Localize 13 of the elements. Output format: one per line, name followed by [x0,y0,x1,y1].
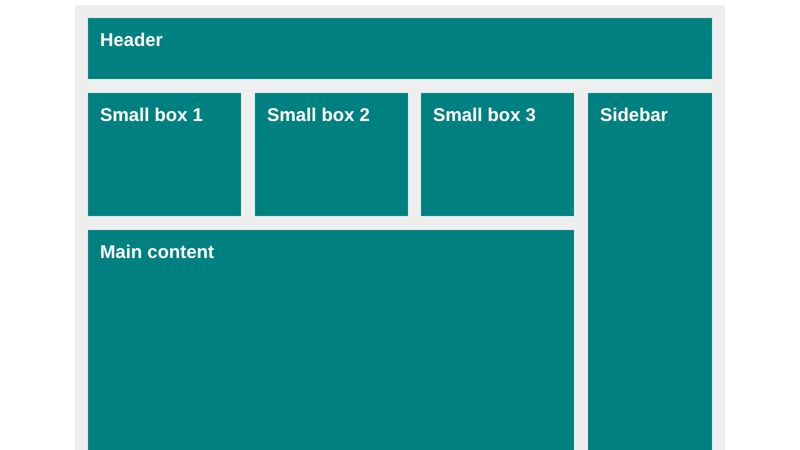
panel-title: Small box 3 [433,104,536,126]
content-box [88,93,241,216]
panel-title: Header [100,29,163,51]
header-panel [88,18,712,79]
panel-title: Main content [100,241,214,263]
content-box [255,93,408,216]
grid-container [75,5,725,450]
sidebar-panel [588,93,712,450]
panel-title: Sidebar [600,104,668,126]
panel-title: Small box 1 [100,104,203,126]
content-box [421,93,574,216]
main-content-panel [88,230,574,450]
panel-title: Small box 2 [267,104,370,126]
